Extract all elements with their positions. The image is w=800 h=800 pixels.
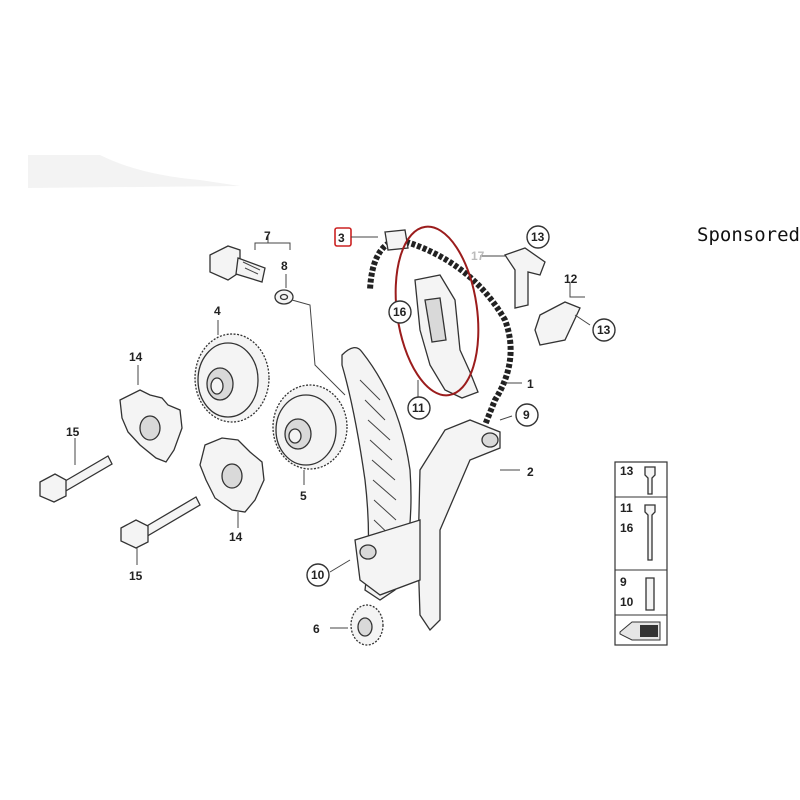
camshaft-sprocket-5 xyxy=(272,384,348,470)
label-17: 17 xyxy=(471,249,485,263)
label-5: 5 xyxy=(300,489,307,503)
label-8: 8 xyxy=(281,259,288,273)
legend-label-10: 10 xyxy=(620,595,634,609)
bolt-15-lower xyxy=(120,496,201,549)
bolt-7 xyxy=(209,245,266,283)
svg-text:13: 13 xyxy=(597,323,611,337)
sensor-plate-14-lower xyxy=(199,437,265,513)
bracket-12 xyxy=(534,301,581,346)
svg-text:9: 9 xyxy=(523,408,530,422)
legend-label-9: 9 xyxy=(620,575,627,589)
camshaft-sprocket-4 xyxy=(194,333,270,423)
circled-label-9: 9 xyxy=(515,403,539,427)
guide-rail-2 xyxy=(354,419,501,632)
label-3: 3 xyxy=(338,231,345,245)
timing-chain-1 xyxy=(367,229,514,427)
svg-text:10: 10 xyxy=(311,568,325,582)
svg-text:13: 13 xyxy=(531,230,545,244)
label-15-lower: 15 xyxy=(129,569,143,583)
label-12: 12 xyxy=(564,272,578,286)
label-14-lower: 14 xyxy=(229,530,243,544)
label-15-upper: 15 xyxy=(66,425,80,439)
label-7: 7 xyxy=(264,229,271,243)
hardware-legend: 13 11 16 9 10 xyxy=(614,461,668,646)
bracket-13-upper xyxy=(503,247,546,309)
scan-smudge xyxy=(28,155,240,188)
circled-label-11: 11 xyxy=(407,396,431,420)
svg-text:16: 16 xyxy=(393,305,407,319)
leader-7 xyxy=(254,236,291,250)
legend-label-13: 13 xyxy=(620,464,634,478)
legend-label-11: 11 xyxy=(620,501,633,515)
circled-label-13-upper: 13 xyxy=(526,225,550,249)
label-2: 2 xyxy=(527,465,534,479)
label-6: 6 xyxy=(313,622,320,636)
chain-tensioner-16 xyxy=(414,274,479,399)
label-4: 4 xyxy=(214,304,221,318)
legend-label-16: 16 xyxy=(620,521,634,535)
sensor-plate-14-upper xyxy=(119,389,183,463)
circled-label-10: 10 xyxy=(306,563,330,587)
washer-8 xyxy=(274,289,294,305)
crankshaft-sprocket-6 xyxy=(350,604,384,646)
sponsored-label: Sponsored xyxy=(697,224,800,246)
legend-pin-9-icon xyxy=(645,577,655,611)
circled-label-13-right: 13 xyxy=(592,318,616,342)
svg-text:11: 11 xyxy=(412,401,425,415)
leader-7-to-gear xyxy=(291,299,346,396)
circled-label-16: 16 xyxy=(388,300,412,324)
legend-bolt-11-icon xyxy=(644,504,656,561)
label-1: 1 xyxy=(527,377,534,391)
label-14-upper: 14 xyxy=(129,350,143,364)
legend-bolt-13-icon xyxy=(644,466,656,495)
legend-arrow-block-icon xyxy=(640,625,658,637)
bolt-15-upper xyxy=(39,455,113,503)
